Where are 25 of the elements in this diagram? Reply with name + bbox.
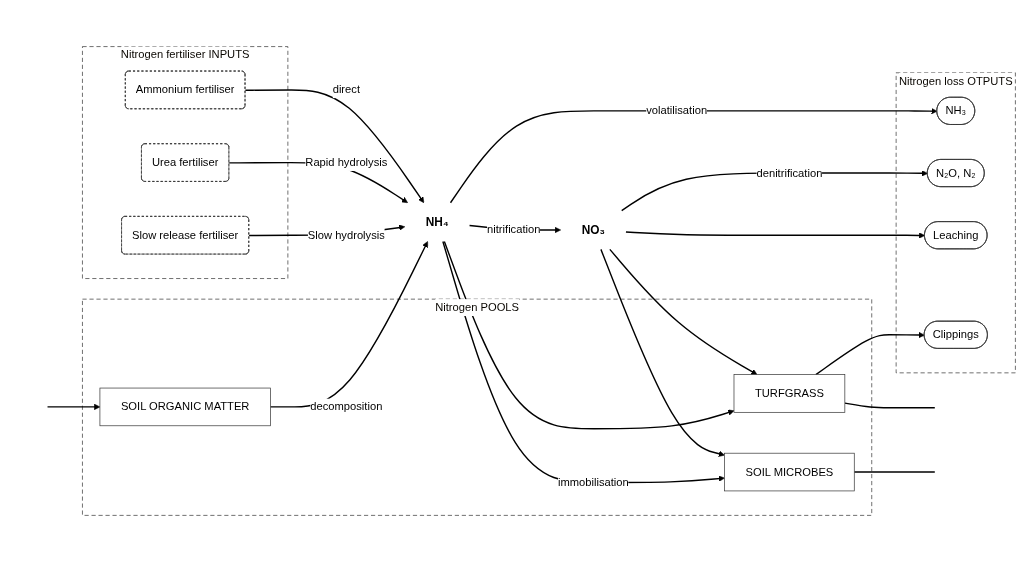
edge-label: immobilisation	[557, 476, 629, 489]
arrow	[625, 231, 926, 239]
arrow	[46, 403, 101, 410]
node-box: SOIL MICROBES	[724, 452, 855, 492]
node-box: TURFGRASS	[733, 374, 846, 413]
arrow	[449, 108, 938, 204]
edge-label: Rapid hydrolysis	[305, 156, 388, 169]
arrow	[600, 248, 725, 457]
edge-label: direct	[332, 83, 361, 96]
node-text: NH₄	[425, 215, 449, 229]
edge-label: volatilisation	[646, 104, 708, 117]
edge-label: decomposition	[310, 400, 383, 413]
arrow	[443, 240, 735, 430]
arrow	[244, 89, 425, 204]
arrow	[609, 248, 758, 375]
connector	[844, 402, 936, 409]
node-box: SOIL ORGANIC MATTER	[99, 387, 271, 427]
arrow	[442, 240, 725, 484]
node-text: NO₃	[581, 223, 605, 237]
edge-label: denitrification	[756, 166, 823, 179]
edge-label: nitrification	[487, 223, 541, 236]
connector	[853, 471, 936, 473]
edge-label: Slow hydrolysis	[307, 228, 385, 241]
arrow	[269, 241, 428, 408]
arrow	[815, 331, 925, 376]
